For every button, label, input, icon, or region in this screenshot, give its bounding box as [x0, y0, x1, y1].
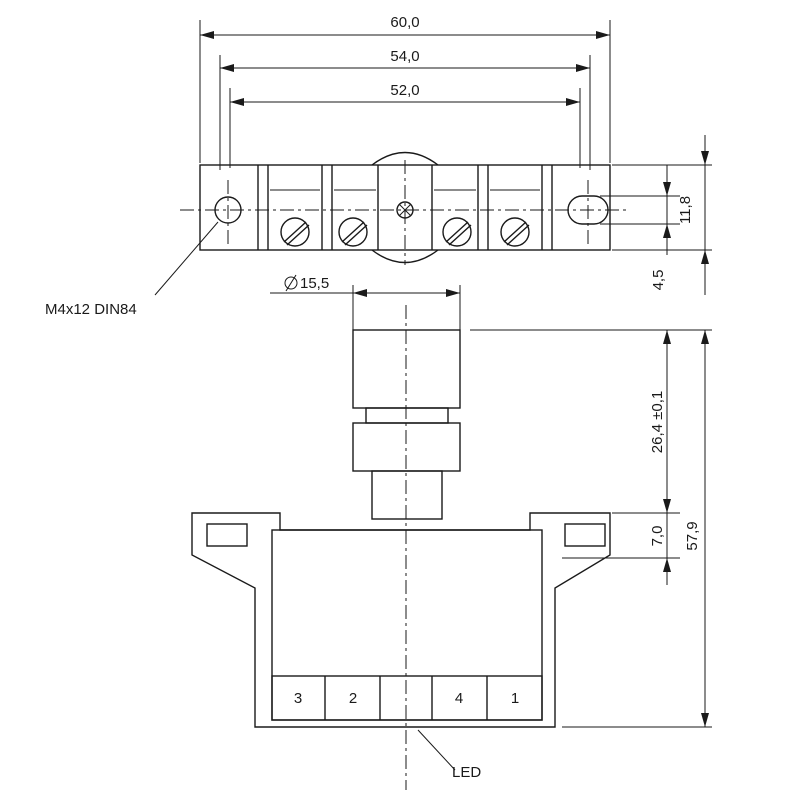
left-ear-slot [206, 523, 248, 547]
dim-diameter: 15,5 [300, 275, 329, 292]
strip-dividers [257, 165, 553, 250]
terminal-label: 4 [455, 690, 463, 707]
dim-head-height: 26,4 ±0,1 [649, 391, 666, 453]
strip-right-dimensions: 11,8 4,5 [600, 135, 712, 295]
diameter-dimension: 15,5 [270, 274, 461, 330]
strip-top-bump [371, 151, 439, 166]
dim-ear-height: 7,0 [649, 526, 666, 547]
terminal-row: 3 2 4 1 [271, 675, 543, 721]
terminal-screw [500, 217, 530, 247]
head-stem [371, 470, 443, 520]
housing-outline [191, 512, 611, 728]
diameter-symbol-icon [284, 276, 298, 290]
terminal-label: 3 [294, 690, 302, 707]
top-dimensions: 60,0 54,0 52,0 [199, 14, 611, 170]
dim-lower-offset: 4,5 [650, 270, 667, 291]
terminal-screw [280, 217, 310, 247]
screw-callout: M4x12 DIN84 [45, 221, 219, 318]
sensor-body-side-view: 3 2 4 1 [191, 305, 611, 790]
screw-leader-line [154, 221, 219, 296]
led-label: LED [452, 764, 481, 781]
led-leader-line [417, 729, 456, 771]
dim-overall-width: 60,0 [390, 14, 419, 31]
head-neck [365, 407, 449, 424]
dim-inner-width: 52,0 [390, 82, 419, 99]
housing-inner-face [271, 529, 543, 721]
dim-hole-spacing: 54,0 [390, 48, 419, 65]
terminal-screw [442, 217, 472, 247]
terminal-label: 2 [349, 690, 357, 707]
dim-total-height: 57,9 [684, 521, 701, 550]
dim-strip-height: 11,8 [677, 196, 694, 224]
body-right-dimensions: 26,4 ±0,1 7,0 57,9 [470, 329, 712, 728]
led-callout: LED [417, 729, 481, 781]
right-ear-slot [564, 523, 606, 547]
terminal-strip-top-view [180, 151, 630, 265]
screw-label: M4x12 DIN84 [45, 301, 137, 318]
terminal-label: 1 [511, 690, 519, 707]
terminal-screw [338, 217, 368, 247]
